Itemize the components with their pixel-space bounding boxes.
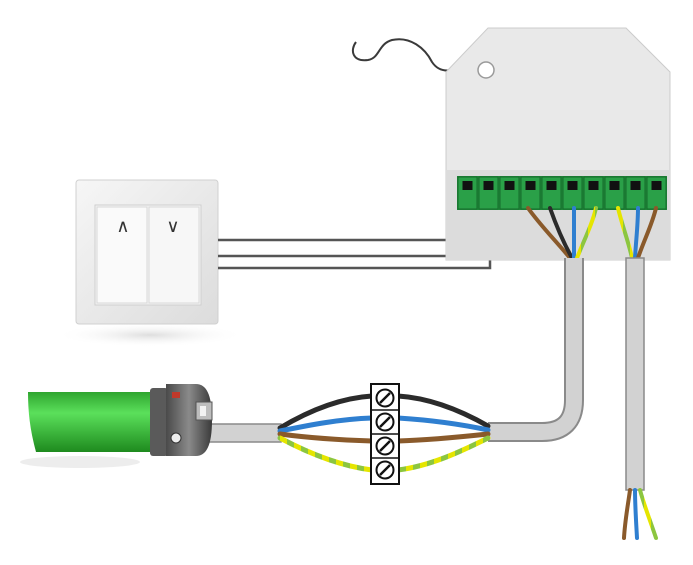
module-mains-wires bbox=[616, 206, 658, 260]
screw-slot bbox=[379, 416, 391, 428]
motor-limit-indicator bbox=[172, 392, 180, 398]
motor-adjust-screw-icon bbox=[170, 432, 182, 444]
module-terminal-screw-hole bbox=[546, 181, 557, 190]
left-black-wire bbox=[277, 393, 375, 431]
brown-wire-out bbox=[526, 206, 572, 260]
tubular-motor bbox=[20, 384, 213, 468]
right-green-yellow-wire bbox=[395, 435, 491, 473]
antenna-wire bbox=[351, 38, 453, 72]
left-green-yellow-wire bbox=[277, 435, 375, 473]
down-arrow-icon: ∨ bbox=[166, 216, 179, 237]
black-wire-out bbox=[548, 206, 574, 260]
right-black-wire bbox=[395, 393, 491, 429]
shutter-switch: ∧ ∨ bbox=[55, 179, 245, 347]
module-motor-wires bbox=[526, 206, 598, 260]
motor-tube bbox=[28, 392, 158, 452]
module-terminal-screw-hole bbox=[630, 181, 641, 190]
module-terminal-screw-hole bbox=[609, 181, 620, 190]
green-yellow-wire-in bbox=[616, 206, 634, 260]
green-yellow-wire-out bbox=[575, 206, 598, 260]
motor-cable bbox=[488, 258, 582, 440]
brown-wire-in bbox=[636, 206, 658, 260]
left-blue-wire bbox=[277, 415, 375, 434]
motor-ring bbox=[150, 388, 168, 456]
mains-cable bbox=[625, 257, 645, 491]
right-brown-wire bbox=[395, 431, 491, 444]
motor-cable-outline bbox=[488, 258, 584, 442]
screw-slot bbox=[379, 464, 391, 476]
module-terminal-screw-hole bbox=[567, 181, 578, 190]
mains-cable-ends bbox=[622, 488, 658, 540]
mains-green-yellow-end bbox=[638, 488, 658, 540]
module-terminal-screw-hole bbox=[462, 181, 473, 190]
motor-side-cable bbox=[204, 423, 282, 443]
switch-shadow bbox=[55, 323, 245, 347]
mains-brown-end bbox=[622, 488, 632, 540]
mains-blue-end bbox=[633, 488, 639, 540]
terminal-screws bbox=[372, 388, 398, 480]
module-led bbox=[477, 61, 495, 79]
motor-shadow bbox=[20, 456, 140, 468]
module-terminal-screw-hole bbox=[504, 181, 515, 190]
right-blue-wire bbox=[395, 415, 491, 433]
switch-up-rocker[interactable] bbox=[96, 206, 148, 304]
module-terminal-screw-hole bbox=[483, 181, 494, 190]
screw-slot bbox=[379, 392, 391, 404]
left-brown-wire bbox=[277, 431, 375, 444]
control-wire-1 bbox=[218, 190, 468, 242]
motor-plug-slot bbox=[200, 406, 206, 416]
relay-module bbox=[351, 27, 671, 261]
left-splay-wires bbox=[277, 393, 375, 473]
blue-wire-in bbox=[633, 206, 640, 260]
module-terminal-screw-hole bbox=[525, 181, 536, 190]
up-arrow-icon: ∧ bbox=[116, 216, 129, 237]
right-splay-wires bbox=[395, 393, 491, 473]
module-terminal-screw-hole bbox=[588, 181, 599, 190]
screw-slot bbox=[379, 440, 391, 452]
terminal-strip bbox=[457, 176, 667, 210]
switch-down-rocker[interactable] bbox=[148, 206, 200, 304]
terminal-block bbox=[370, 383, 400, 485]
module-terminal-screw-hole bbox=[651, 181, 662, 190]
